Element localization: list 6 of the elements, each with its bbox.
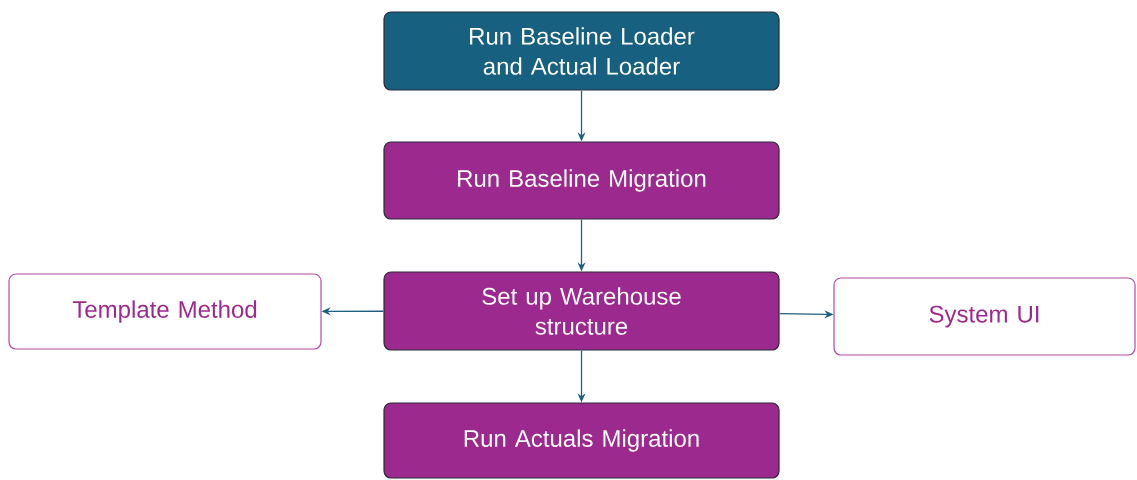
process-box: Run Baseline Migration [383, 141, 780, 220]
output-box: Template Method [8, 273, 322, 350]
process-box: Run Actuals Migration [383, 402, 780, 479]
output-box: System UI [833, 277, 1136, 356]
process-box: Set up Warehouse structure [383, 271, 780, 351]
process-box: Run Baseline Loader and Actual Loader [383, 11, 780, 91]
